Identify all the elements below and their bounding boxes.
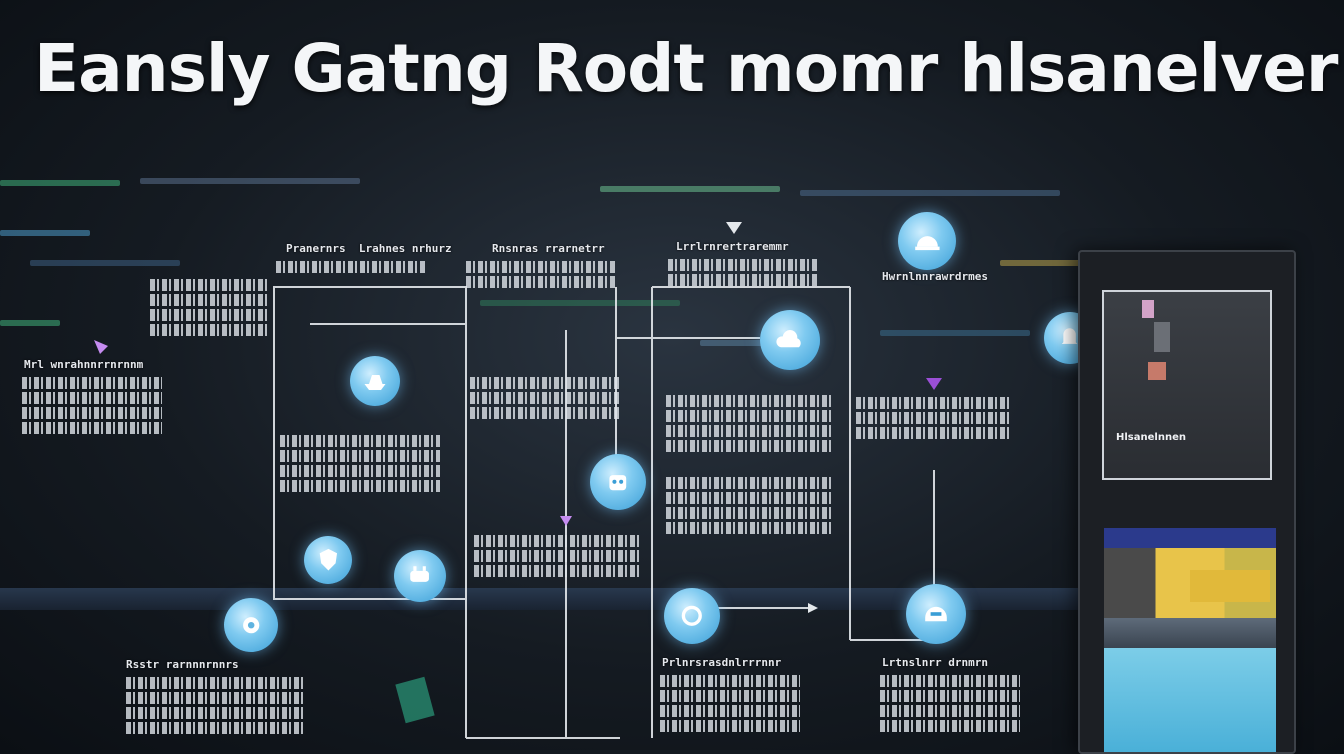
device-panel-mid (1104, 618, 1276, 648)
label-left-block: Mrl wnrahnnrrnrnnm (24, 358, 144, 371)
scribble-center-box (474, 532, 642, 580)
label-bottom-left: Rsstr rarnnnrnnrs (126, 658, 239, 671)
label-top-right: Lrrlrnrertraremmr (676, 240, 789, 253)
scribble-mid-right (666, 392, 834, 455)
scribble-top-center (466, 258, 616, 291)
device-panel: Hlsanelnnen (1078, 250, 1296, 754)
scribble-top-right (668, 256, 818, 289)
scribble-center-lower (666, 474, 834, 537)
device-screen[interactable]: Hlsanelnnen (1102, 290, 1272, 480)
cloud-icon[interactable] (760, 310, 820, 370)
scribble-bottom-right (880, 672, 1020, 735)
scribble-left-side (150, 276, 270, 339)
scribble-bottom-left (126, 674, 306, 737)
scribble-top-left (276, 258, 426, 276)
dome-icon[interactable] (898, 212, 956, 270)
ship-icon[interactable] (350, 356, 400, 406)
device-screen-title: Hlsanelnnen (1116, 432, 1186, 443)
scribble-mid-left (280, 432, 440, 495)
scribble-bottom-center (660, 672, 800, 735)
robot-icon[interactable] (590, 454, 646, 510)
device-panel-chart (1104, 528, 1276, 548)
parachute-icon[interactable] (664, 588, 720, 644)
label-bottom-right: Lrtnslnrr drnmrn (882, 656, 988, 669)
scribble-mid-center (470, 374, 620, 422)
page-title: Eansly Gatng Rodt momr hlsanelver (34, 30, 1338, 107)
label-top-left: Pranernrs Lrahnes nrhurz (286, 242, 452, 255)
label-top-center: Rnsnras rrarnetrr (492, 242, 605, 255)
helmet-icon[interactable] (906, 584, 966, 644)
label-bottom-center: Prlnrsrasdnlrrrnnr (662, 656, 782, 669)
plug-icon[interactable] (394, 550, 446, 602)
scribble-left-block (22, 374, 162, 437)
scribble-right-mid (856, 394, 1012, 442)
gear-icon[interactable] (224, 598, 278, 652)
label-right-top: Hwrnlnnrawrdrmes (882, 270, 988, 283)
device-panel-blue (1104, 648, 1276, 752)
device-panel-yellow-2 (1190, 570, 1270, 602)
shield-icon[interactable] (304, 536, 352, 584)
